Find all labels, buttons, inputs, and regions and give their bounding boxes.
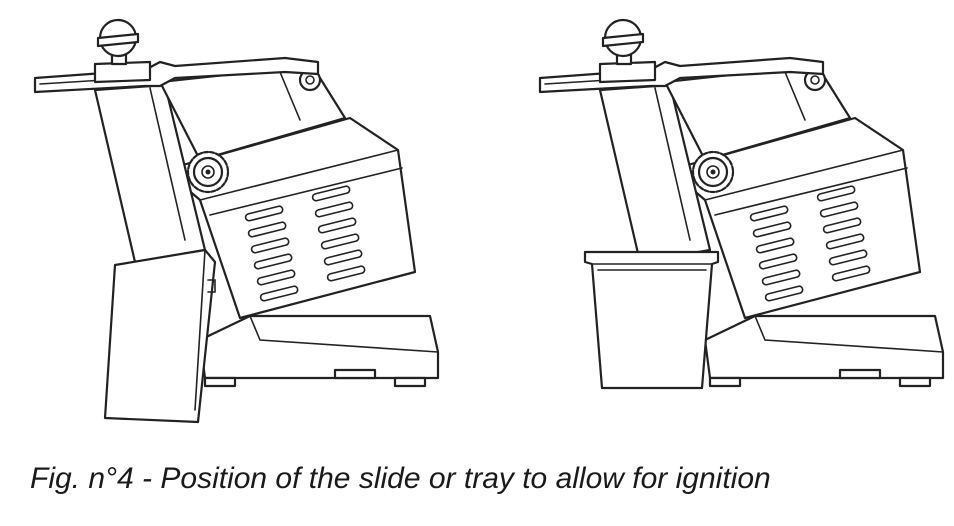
slide-plate — [103, 248, 217, 424]
figure-caption: Fig. n°4 - Position of the slide or tray… — [30, 462, 771, 495]
figure-illustration — [33, 18, 945, 424]
tray-container — [583, 250, 720, 390]
machine-with-slide — [33, 18, 440, 424]
machine-with-tray — [538, 18, 945, 390]
